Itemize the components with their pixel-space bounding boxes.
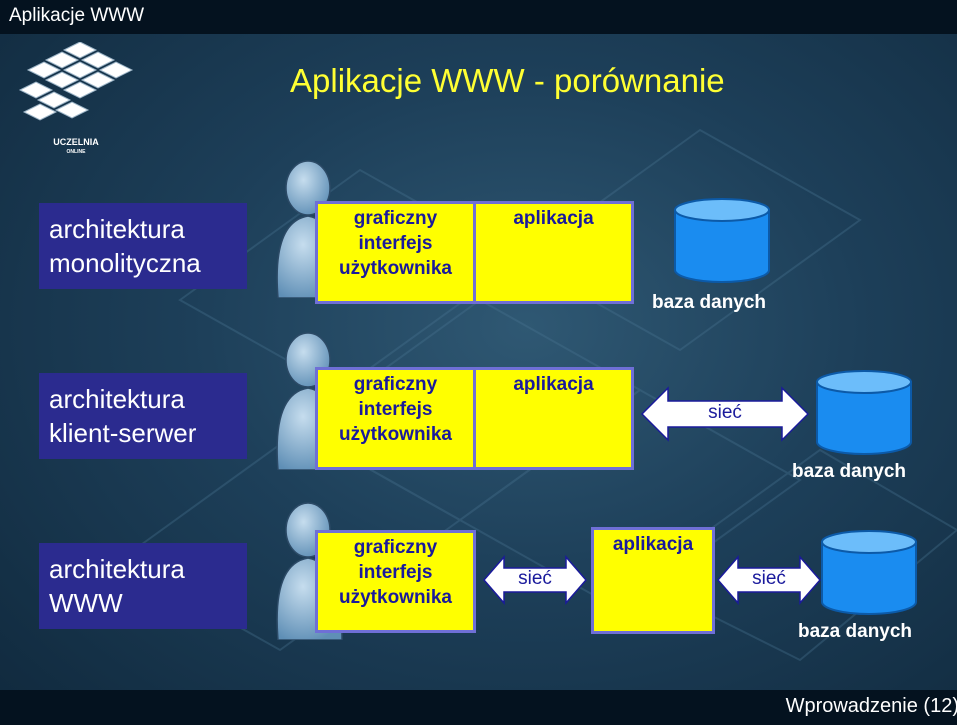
arch-label-monolithic: architektura monolityczna — [39, 203, 247, 289]
gui-label-line: interfejs — [358, 562, 433, 583]
gui-label-line: interfejs — [358, 399, 433, 420]
double-arrow-icon — [483, 555, 587, 605]
database-icon — [674, 198, 770, 283]
database-label: baza danych — [798, 621, 913, 642]
database-label: baza danych — [792, 461, 907, 482]
arch-label-line: klient-serwer — [49, 418, 197, 448]
gui-label-line: użytkownika — [339, 258, 452, 279]
double-arrow-icon — [641, 386, 809, 442]
gui-label-line: graficzny — [353, 537, 438, 558]
gui-box: graficzny interfejs użytkownika — [315, 530, 476, 633]
application-label: aplikacja — [513, 374, 594, 395]
application-box: aplikacja — [473, 201, 634, 304]
arch-label-line: WWW — [49, 588, 123, 618]
gui-label-line: użytkownika — [339, 587, 452, 608]
application-box: aplikacja — [473, 367, 634, 470]
arch-label-line: architektura — [49, 384, 185, 414]
arch-label-client-server: architektura klient-serwer — [39, 373, 247, 459]
header-bar: Aplikacje WWW — [0, 0, 957, 34]
database-icon — [816, 370, 912, 455]
slide-title: Aplikacje WWW - porównanie — [290, 62, 725, 99]
double-arrow-icon — [717, 555, 821, 605]
arch-label-www: architektura WWW — [39, 543, 247, 629]
application-label: aplikacja — [612, 534, 694, 555]
application-label: aplikacja — [513, 208, 594, 229]
application-box: aplikacja — [591, 527, 715, 634]
gui-label-line: użytkownika — [339, 424, 452, 445]
logo-icon — [18, 41, 134, 121]
logo-caption: UCZELNIA — [53, 137, 99, 147]
gui-box: graficzny interfejs użytkownika — [315, 367, 476, 470]
header-title: Aplikacje WWW — [9, 5, 145, 26]
network-label: sieć — [518, 568, 552, 589]
arch-label-line: architektura — [49, 554, 185, 584]
network-label: sieć — [752, 568, 786, 589]
network-label: sieć — [708, 402, 742, 423]
logo-subcaption: ONLINE — [66, 149, 86, 155]
gui-label-line: interfejs — [358, 233, 433, 254]
footer-bar: Wprowadzenie (12) — [0, 690, 957, 725]
arch-label-line: architektura — [49, 214, 185, 244]
database-label: baza danych — [652, 292, 767, 313]
arch-label-line: monolityczna — [49, 248, 201, 278]
gui-label-line: graficzny — [353, 208, 438, 229]
footer-text: Wprowadzenie (12) — [785, 695, 957, 717]
logo: UCZELNIA ONLINE — [16, 41, 136, 166]
gui-label-line: graficzny — [353, 374, 438, 395]
gui-box: graficzny interfejs użytkownika — [315, 201, 476, 304]
database-icon — [821, 530, 917, 615]
